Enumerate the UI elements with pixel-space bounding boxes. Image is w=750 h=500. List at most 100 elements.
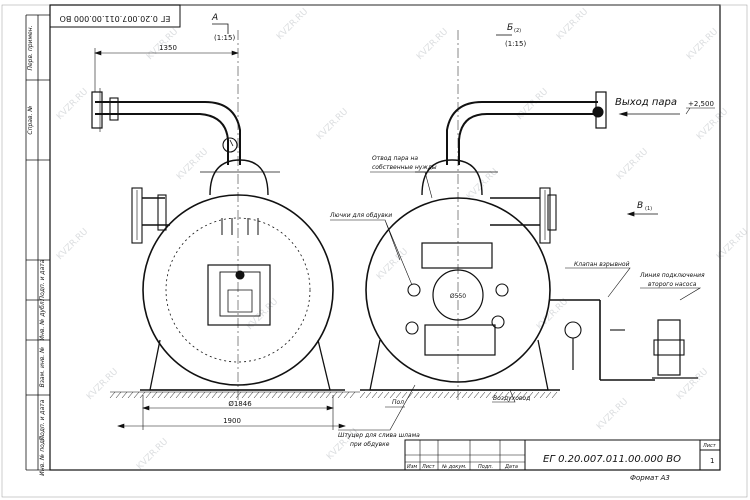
ground-hatch-line (473, 391, 480, 399)
steam-out-label: Выход пара (615, 97, 677, 108)
ground-hatch-line (383, 391, 390, 399)
strip-label-first-use: Перв. примен. (27, 25, 34, 70)
ground-hatch-line (515, 391, 522, 399)
ground-hatch-line (307, 391, 314, 399)
dim-1900: 1900 (223, 417, 241, 425)
ground-hatch-line (181, 391, 188, 399)
ground-hatch-line (485, 391, 492, 399)
ground-hatch-line (401, 391, 408, 399)
dim-550: Ø550 (450, 293, 466, 300)
ground-hatch-line (443, 391, 450, 399)
strip-label-sign-date-2: Подп. и дата (39, 399, 46, 440)
ground-hatch-line (395, 391, 402, 399)
watermark-text: KVZR.RU (85, 367, 120, 402)
ground-hatch-line (343, 391, 350, 399)
note-second-pump-1: Линия подключения (639, 272, 705, 279)
ground-hatch-line (193, 391, 200, 399)
dim-1350: 1350 (159, 44, 177, 52)
ground-hatch-line (217, 391, 224, 399)
ground-hatch-line (337, 391, 344, 399)
view-b-letter: Б (507, 23, 513, 33)
watermark-text: KVZR.RU (695, 107, 730, 142)
note-second-pump-2: второго насоса (648, 281, 697, 288)
ground-hatch-line (425, 391, 432, 399)
ground-hatch-line (449, 391, 456, 399)
watermark-text: KVZR.RU (175, 147, 210, 182)
ground-hatch-line (235, 391, 242, 399)
ground-hatch-line (139, 391, 146, 399)
annotations (330, 171, 702, 431)
ground-hatch-line (205, 391, 212, 399)
left-strip-labels: Перв. примен. Справ. № Подп. и дата Инв.… (27, 25, 46, 475)
watermark-text: KVZR.RU (415, 27, 450, 62)
watermark-text: KVZR.RU (535, 297, 570, 332)
ground-hatch-line (253, 391, 260, 399)
ground-hatch-line (539, 391, 546, 399)
view-v-sub: (1) (645, 206, 652, 212)
watermark-text: KVZR.RU (615, 147, 650, 182)
view-b-ground-hatch (359, 391, 558, 399)
ground-hatch-line (479, 391, 486, 399)
ground-hatch-line (319, 391, 326, 399)
sheet-number: 1 (710, 457, 714, 465)
drawing-frame (1, 4, 748, 498)
ground-hatch-line (313, 391, 320, 399)
title-block (404, 439, 721, 471)
ground-hatch-line (127, 391, 134, 399)
steam-out-callout: Выход пара +2,500 (615, 97, 715, 117)
view-a-dimensions (94, 48, 346, 430)
label-floor: Пол (392, 399, 404, 406)
title-label-sheet: Лист (421, 464, 436, 470)
top-stamp-code: ЕГ 0.20.007.011.00.000 ВО (60, 14, 171, 23)
format-label: Формат А3 (630, 474, 670, 482)
view-b-sub: (2) (514, 28, 521, 34)
ground-hatch-line (407, 391, 414, 399)
title-code: ЕГ 0.20.007.011.00.000 ВО (543, 454, 681, 465)
ground-hatch-line (247, 391, 254, 399)
note-sludge-fitting-1: Штуцер для слива шлама (338, 432, 420, 439)
note-sludge-fitting-2: при обдувке (350, 441, 390, 448)
ground-hatch-line (349, 391, 356, 399)
ground-hatch-line (265, 391, 272, 399)
ground-hatch-line (229, 391, 236, 399)
ground-hatch-line (527, 391, 534, 399)
strip-label-orig: Инв. № подл. (39, 434, 46, 475)
ground-hatch-line (283, 391, 290, 399)
top-stamp: ЕГ 0.20.007.011.00.000 ВО (49, 4, 181, 28)
ground-hatch-line (259, 391, 266, 399)
ground-hatch-line (115, 391, 122, 399)
ground-hatch-line (295, 391, 302, 399)
watermark-text: KVZR.RU (685, 27, 720, 62)
watermark-text: KVZR.RU (55, 227, 90, 262)
label-duct: Воздуховод (493, 395, 530, 402)
ground-hatch-line (509, 391, 516, 399)
ground-hatch-line (467, 391, 474, 399)
ground-hatch-line (289, 391, 296, 399)
ground-hatch-line (169, 391, 176, 399)
note-steam-tap-1: Отвод пара на (372, 155, 418, 162)
dim-1846: Ø1846 (228, 400, 252, 408)
ground-hatch-line (223, 391, 230, 399)
ground-hatch-line (521, 391, 528, 399)
view-v-letter: В (637, 201, 643, 211)
strip-label-dup: Инв. № дубл. (39, 299, 46, 340)
ground-hatch-line (121, 391, 128, 399)
watermark-text: KVZR.RU (245, 297, 280, 332)
watermark-text: KVZR.RU (595, 397, 630, 432)
watermark-text: KVZR.RU (515, 87, 550, 122)
view-a (91, 30, 360, 400)
watermark-text: KVZR.RU (375, 247, 410, 282)
sheet-label: Лист (702, 443, 717, 449)
strip-label-sign-date-1: Подп. и дата (39, 259, 46, 300)
ground-hatch-line (271, 391, 278, 399)
view-a-marker: А (1:15) (211, 13, 235, 42)
title-label-sign: Подп. (478, 464, 493, 470)
ground-hatch-line (455, 391, 462, 399)
note-steam-tap-2: собственные нужды (372, 164, 437, 171)
ground-hatch-line (461, 391, 468, 399)
ground-hatch-line (533, 391, 540, 399)
title-row-labels: Изм Лист № докум. Подп. Дата (407, 464, 518, 470)
note-explosion-valve: Клапан взрывной (574, 261, 630, 268)
